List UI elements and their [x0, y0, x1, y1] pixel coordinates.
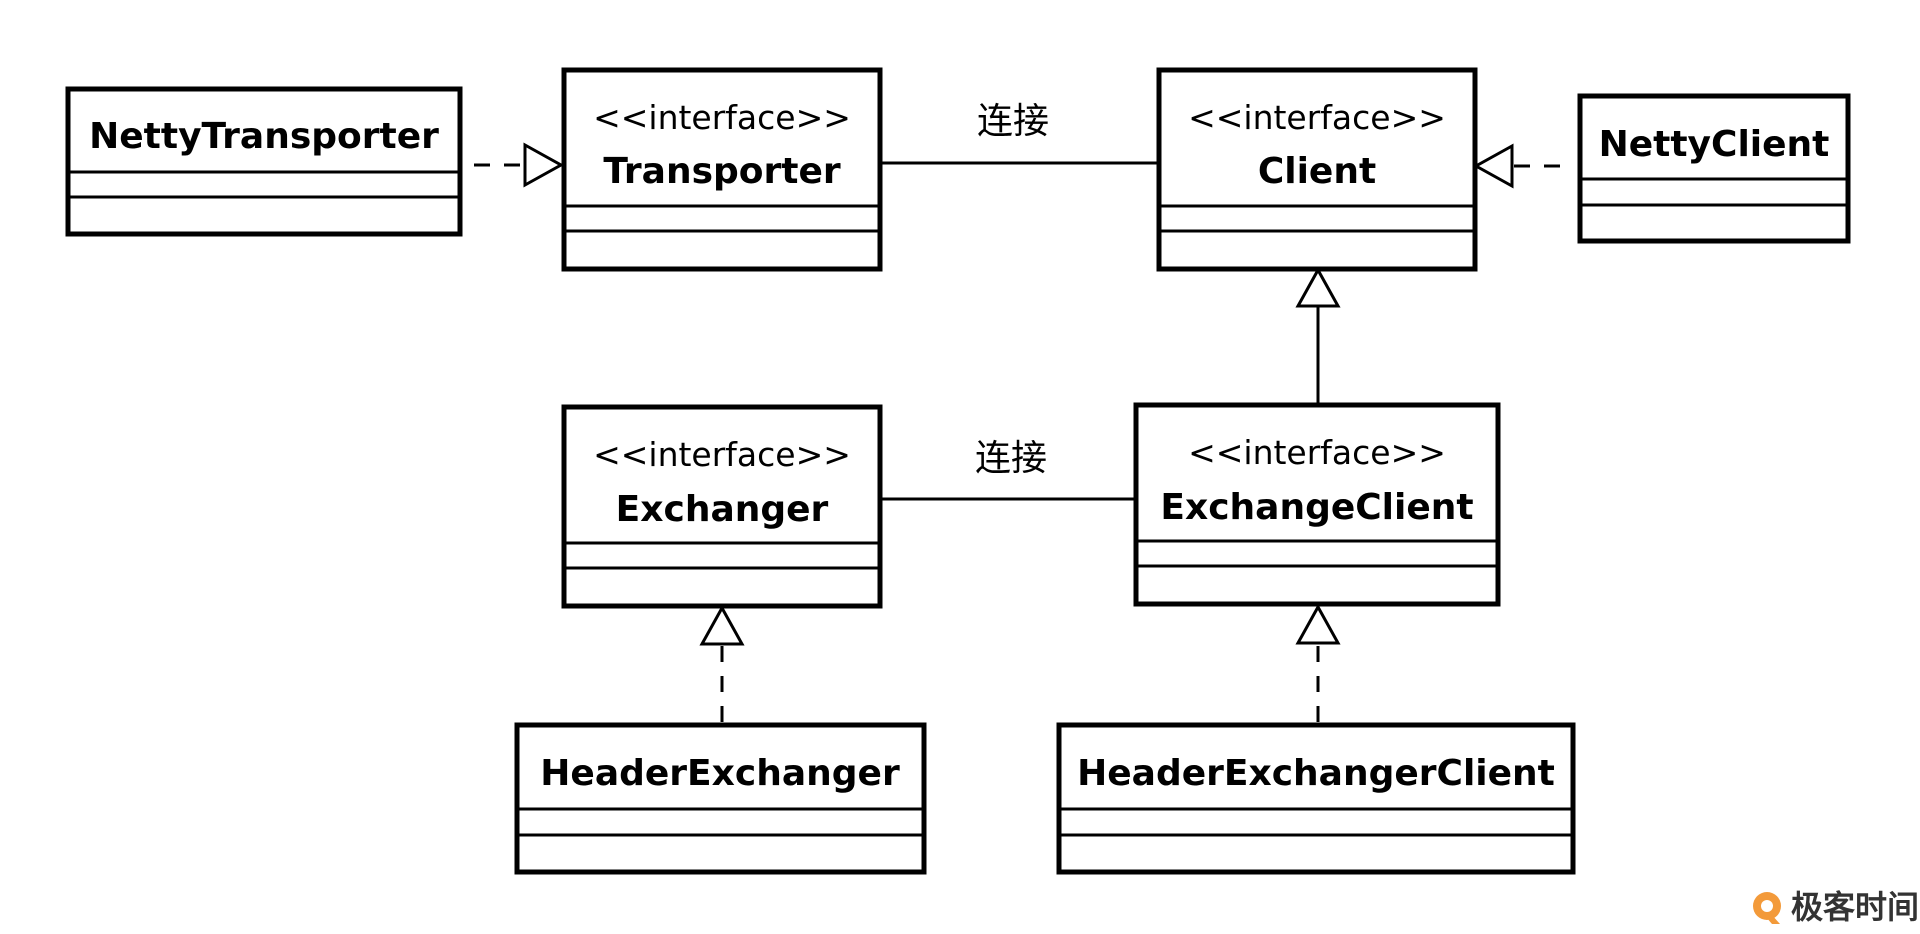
class-stereotype: <<interface>> — [1188, 98, 1446, 137]
class-name: Client — [1258, 151, 1376, 192]
class-stereotype: <<interface>> — [593, 98, 851, 137]
realization-nettyclient-client — [1472, 143, 1560, 189]
class-box-nettyclient[interactable]: NettyClient — [1577, 93, 1851, 244]
geektime-logo-icon — [1753, 892, 1781, 924]
association-label-exchanger-exchangeclient: 连接 — [975, 438, 1047, 479]
class-name: HeaderExchanger — [540, 753, 900, 794]
class-box-nettytransporter[interactable]: NettyTransporter — [65, 86, 463, 237]
class-name: ExchangeClient — [1160, 487, 1473, 528]
realization-headerexchanger-exchanger — [699, 604, 745, 722]
class-name: Transporter — [603, 151, 841, 192]
generalization-exchangeclient-client — [1295, 266, 1341, 403]
class-box-headerexchanger[interactable]: HeaderExchanger — [514, 722, 927, 875]
class-name: NettyClient — [1599, 124, 1830, 165]
class-box-exchangeclient[interactable]: <<interface>> ExchangeClient — [1133, 402, 1501, 607]
watermark-text: 极客时间 — [1791, 888, 1919, 926]
class-name: HeaderExchangerClient — [1077, 753, 1555, 794]
realization-nettytransporter-transporter — [474, 142, 565, 188]
class-stereotype: <<interface>> — [1188, 433, 1446, 472]
class-box-client[interactable]: <<interface>> Client — [1156, 67, 1478, 272]
watermark: 极客时间 — [1753, 888, 1919, 926]
class-box-transporter[interactable]: <<interface>> Transporter — [561, 67, 883, 272]
class-name: NettyTransporter — [89, 116, 439, 157]
class-box-exchanger[interactable]: <<interface>> Exchanger — [561, 404, 883, 609]
class-stereotype: <<interface>> — [593, 435, 851, 474]
realization-headerexchangerclient-exchangeclient — [1295, 603, 1341, 722]
association-label-transporter-client: 连接 — [977, 101, 1049, 142]
class-box-headerexchangerclient[interactable]: HeaderExchangerClient — [1056, 722, 1576, 875]
class-name: Exchanger — [616, 489, 829, 530]
